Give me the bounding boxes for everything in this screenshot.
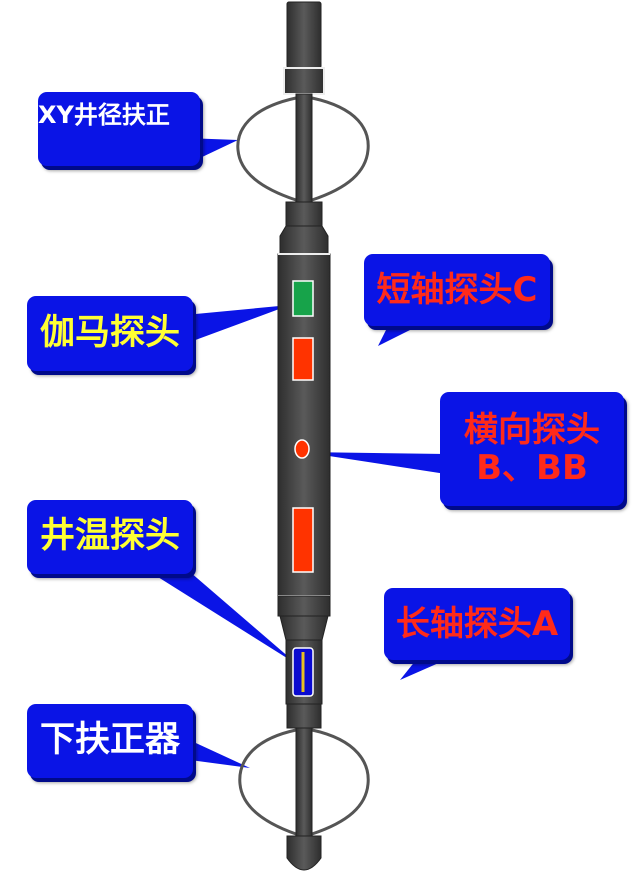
pointer-gamma-probe: [185, 305, 290, 342]
label-long-axis-probe: 长轴探头A: [395, 603, 559, 644]
label-short-axis-probe: 短轴探头C: [376, 269, 538, 310]
pointer-lower-centralizer: [185, 738, 250, 768]
upper-centralizer-left-arm: [236, 96, 297, 202]
callout-well-temp-probe: 井温探头: [27, 500, 193, 574]
lower-centralizer-shaft: [295, 727, 313, 839]
callout-long-axis-probe: 长轴探头A: [384, 588, 570, 660]
label-transverse-probe-line1: 横向探头: [464, 409, 600, 450]
upper-coupling: [285, 201, 323, 227]
lower-centralizer-left-arm: [238, 728, 297, 836]
lower-coupling: [286, 703, 322, 729]
upper-centralizer-right-arm: [311, 96, 370, 202]
pointer-transverse-probe: [303, 452, 446, 474]
callout-short-axis-probe: 短轴探头C: [364, 254, 550, 326]
callout-lower-centralizer: 下扶正器: [27, 704, 193, 778]
short-axis-probe-marker: [292, 337, 314, 381]
callout-pointers: [150, 138, 450, 768]
callout-gamma-probe: 伽马探头: [27, 296, 193, 371]
pointer-well-temp-probe: [150, 572, 298, 665]
main-body-top-taper: [279, 225, 329, 255]
label-lower-centralizer: 下扶正器: [39, 720, 180, 761]
label-xy-centralizer: XY井径扶正: [38, 101, 170, 129]
main-body-bottom-taper: [279, 615, 329, 641]
lower-centralizer-right-arm: [311, 728, 370, 836]
callout-xy-centralizer: XY井径扶正: [38, 92, 200, 166]
long-axis-probe-marker: [292, 507, 314, 573]
bottom-nose: [286, 835, 322, 871]
top-collar: [283, 67, 325, 95]
label-well-temp-probe: 井温探头: [39, 516, 180, 557]
gamma-probe-marker: [292, 280, 314, 317]
pointer-long-axis-probe: [400, 655, 450, 680]
label-transverse-probe-line2: B、BB: [476, 448, 588, 488]
transverse-probe-marker: [294, 439, 310, 459]
top-rod: [286, 1, 322, 69]
callout-transverse-probe: 横向探头 B、BB: [440, 392, 624, 506]
label-gamma-probe: 伽马探头: [39, 312, 180, 353]
upper-centralizer-shaft: [295, 93, 313, 203]
body-lower-collar: [277, 595, 331, 617]
